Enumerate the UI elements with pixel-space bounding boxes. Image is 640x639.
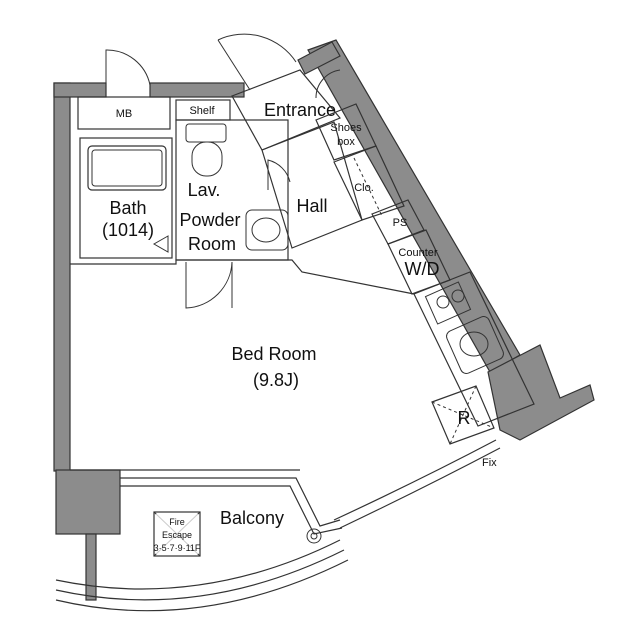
hall-label: Hall	[296, 196, 327, 216]
refrigerator: R	[431, 385, 495, 445]
entrance-label: Entrance	[264, 100, 336, 120]
window: Fix	[333, 439, 501, 529]
balcony-label: Balcony	[220, 508, 284, 528]
hall: Hall	[261, 121, 363, 249]
fix-label: Fix	[482, 457, 497, 469]
lav-label: Lav.	[188, 180, 221, 200]
fire-label: Fire	[169, 517, 185, 527]
clo-label: Clo.	[354, 182, 374, 194]
bath-room: Bath (1014)	[79, 137, 173, 259]
shelf-label: Shelf	[189, 105, 215, 117]
balcony: Balcony	[55, 477, 349, 612]
counter-label: Counter	[398, 247, 437, 259]
escape-label: Escape	[162, 530, 192, 540]
closet: Clo.	[333, 145, 405, 221]
ps-shaft: PS	[371, 199, 425, 245]
floors-label: 3·5·7·9·11F	[154, 543, 201, 553]
ps-label: PS	[393, 217, 408, 229]
counter-wd: Counter W/D	[387, 229, 451, 295]
refrigerator-label: R	[458, 408, 471, 428]
mb-room: MB	[77, 49, 171, 130]
shoes-label: Shoes	[330, 122, 362, 134]
mb-label: MB	[116, 108, 133, 120]
fire-escape: Fire Escape 3·5·7·9·11F	[153, 511, 201, 557]
outer-walls	[53, 39, 595, 601]
bedroom-size-label: (9.8J)	[253, 370, 299, 390]
wd-label: W/D	[405, 259, 440, 279]
box-label: box	[337, 136, 355, 148]
bedroom-label: Bed Room	[231, 344, 316, 364]
room-label: Room	[188, 234, 236, 254]
bed-room: Bed Room (9.8J)	[70, 259, 415, 471]
kitchen	[413, 271, 535, 427]
bath-label: Bath	[109, 198, 146, 218]
powder-label: Powder	[179, 210, 240, 230]
entrance: Entrance	[217, 33, 341, 151]
bath-size-label: (1014)	[102, 220, 154, 240]
powder-room: Shelf Lav. Powder Room	[175, 99, 289, 309]
